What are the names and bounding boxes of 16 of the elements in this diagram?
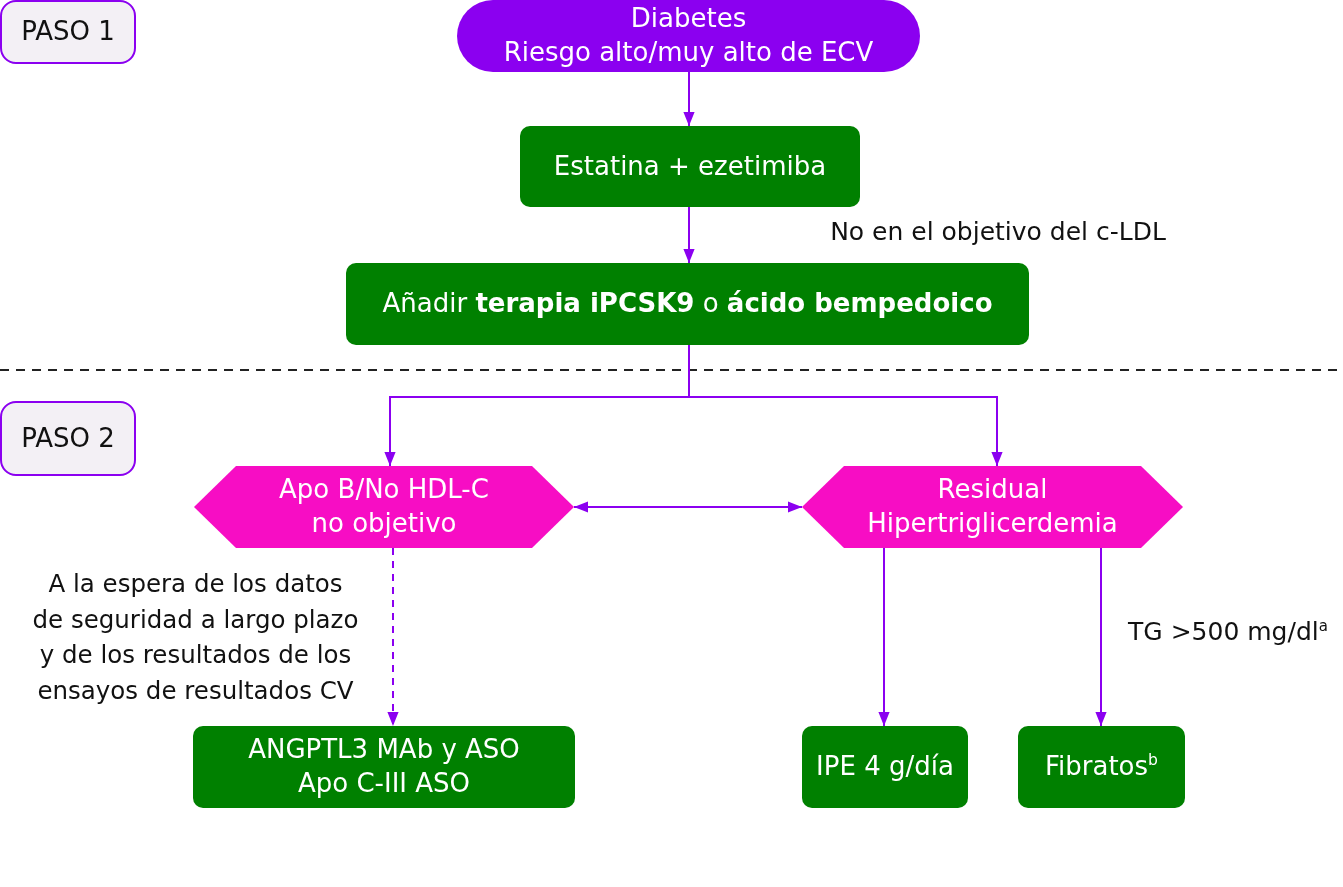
therapy-box: ANGPTL3 MAb y ASO Apo C-III ASO bbox=[193, 726, 575, 808]
arrow bbox=[683, 206, 695, 264]
start-terminal: Diabetes Riesgo alto/muy alto de ECV bbox=[457, 0, 920, 72]
condition-hexagon: Residual Hipertriglicerdemia bbox=[802, 466, 1183, 548]
condition-hexagon: Apo B/No HDL-C no objetivo bbox=[194, 466, 574, 548]
therapy-box: Añadir terapia iPCSK9 o ácido bempedoico bbox=[346, 263, 1029, 345]
arrow bbox=[1095, 547, 1107, 727]
arrow bbox=[683, 71, 695, 127]
therapy-box: IPE 4 g/día bbox=[802, 726, 968, 808]
therapy-box: Fibratos$^{b}$ bbox=[1018, 726, 1185, 808]
dashed-arrow bbox=[387, 547, 399, 727]
arrow bbox=[573, 501, 803, 513]
therapy-box: Estatina + ezetimiba bbox=[520, 126, 860, 207]
step-label-box: PASO 2 bbox=[0, 401, 136, 476]
arrow bbox=[878, 547, 890, 727]
step-label-box: PASO 1 bbox=[0, 0, 136, 64]
